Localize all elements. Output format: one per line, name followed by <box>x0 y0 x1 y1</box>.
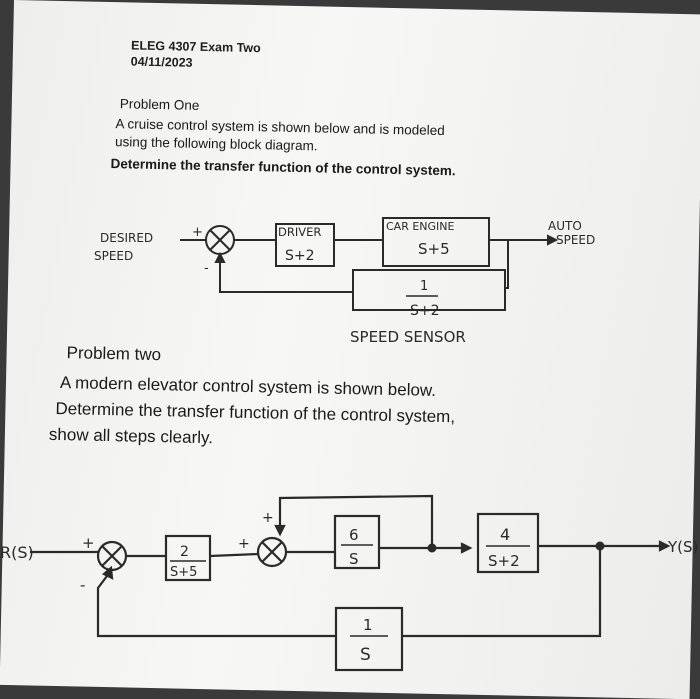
sum1-plus-sign: + <box>192 225 203 240</box>
speed-sensor-numerator: 1 <box>420 279 428 294</box>
block1-denominator: S+5 <box>170 565 197 580</box>
block3-denominator: S+2 <box>488 552 520 570</box>
block-2-over-s-plus-5 <box>164 534 212 582</box>
sum1-minus-sign: - <box>204 261 209 276</box>
feedback-block-1-over-s <box>334 606 404 672</box>
feedback-numerator: 1 <box>363 616 373 634</box>
block2-numerator: 6 <box>349 526 359 544</box>
auto-label: AUTO <box>548 219 582 233</box>
feedback-denominator: S <box>360 645 371 665</box>
speed-sensor-denominator: S+2 <box>410 303 440 319</box>
driver-transfer-function: S+2 <box>285 248 315 264</box>
desired-label: DESIRED <box>100 231 153 245</box>
block3-numerator: 4 <box>500 525 510 544</box>
input-r-of-s: R(S) <box>0 543 34 562</box>
car-engine-name: CAR ENGINE <box>386 220 455 233</box>
car-engine-block <box>382 217 490 267</box>
auto-speed-label: SPEED <box>556 233 595 247</box>
speed-sensor-block <box>352 269 506 311</box>
speed-sensor-name: SPEED SENSOR <box>350 328 466 346</box>
block-diagrams: DESIRED SPEED + - DRIVER S+2 CAR ENGINE … <box>0 217 698 672</box>
driver-name: DRIVER <box>278 225 321 239</box>
sum2b-plus-left: + <box>238 536 250 552</box>
sum2a-plus-sign: + <box>82 534 95 552</box>
pickoff-point-1 <box>427 543 437 553</box>
driver-block <box>275 223 335 267</box>
elevator-control-labels: R(S) + - 2 S+5 + + 6 S 4 S+2 Y(S) 1 S <box>0 510 698 665</box>
sum2b-plus-top: + <box>262 510 274 526</box>
output-y-of-s: Y(S) <box>667 538 698 556</box>
car-engine-transfer-function: S+5 <box>418 240 450 258</box>
cruise-control-labels: DESIRED SPEED + - DRIVER S+2 CAR ENGINE … <box>94 219 595 346</box>
block1-numerator: 2 <box>180 544 189 560</box>
block-6-over-s <box>333 514 381 570</box>
sum2a-minus-sign: - <box>80 576 85 594</box>
block-4-over-s-plus-2 <box>476 512 540 574</box>
cruise-control-diagram <box>180 217 559 311</box>
elevator-control-diagram <box>30 494 671 672</box>
block2-denominator: S <box>349 550 359 568</box>
pickoff-point-2 <box>595 541 605 551</box>
speed-label: SPEED <box>94 249 133 263</box>
